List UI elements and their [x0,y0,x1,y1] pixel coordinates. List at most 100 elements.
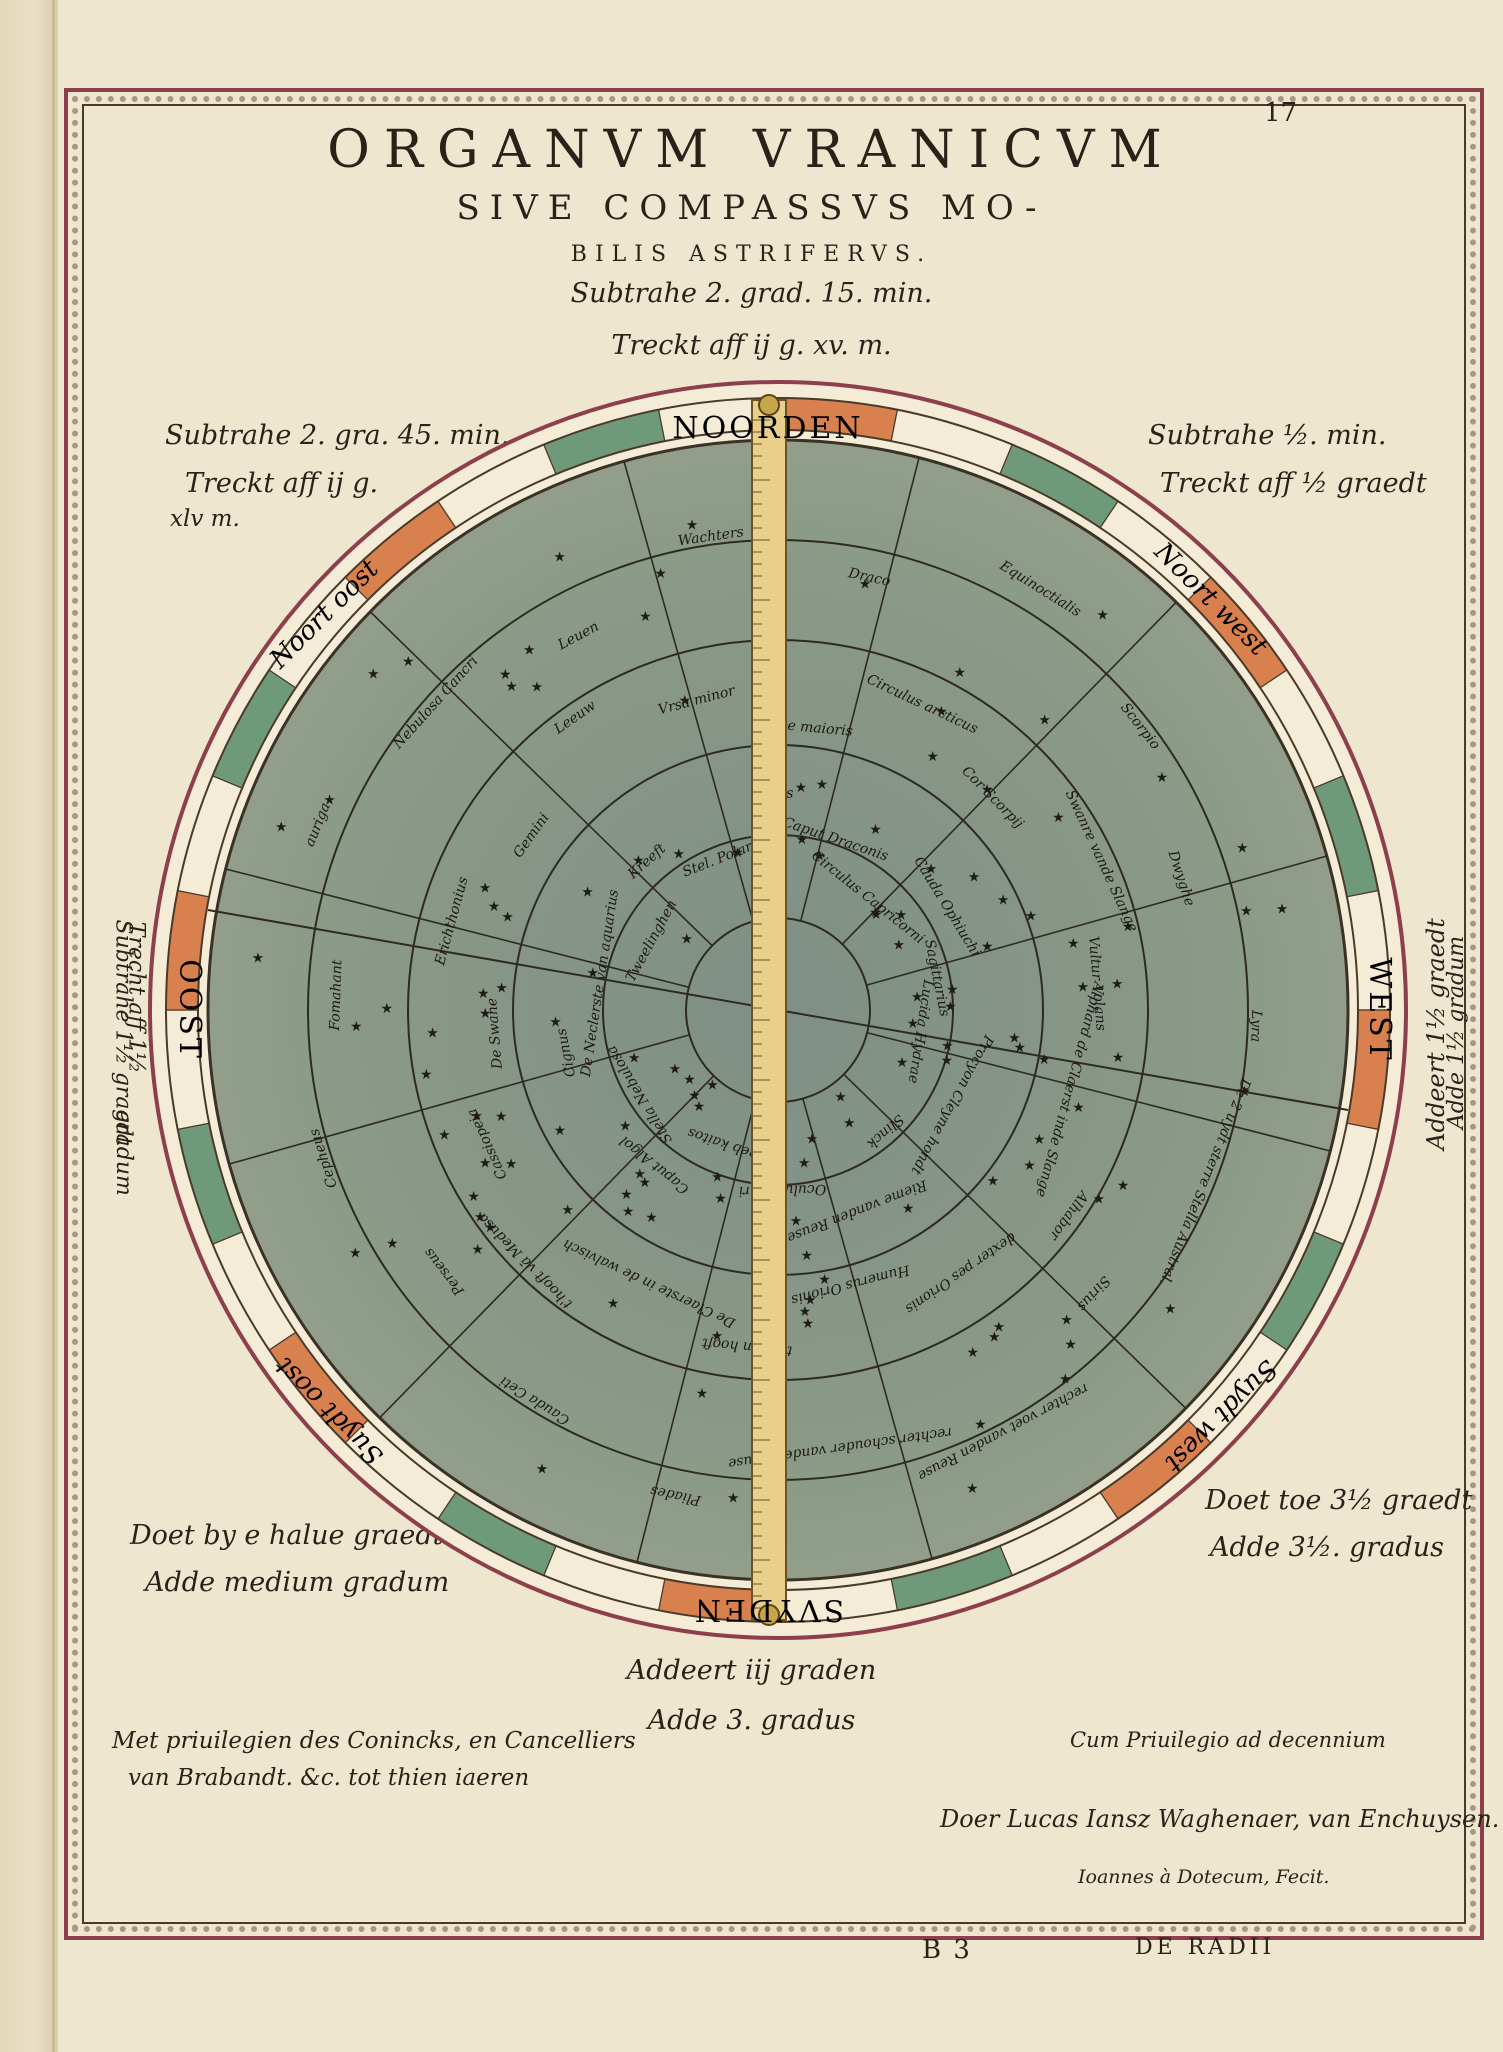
star-mark: ★ [1096,608,1109,624]
star-mark: ★ [275,819,288,835]
star-mark: ★ [505,1157,518,1173]
star-mark: ★ [639,1175,652,1191]
star-mark: ★ [499,667,512,683]
star-mark: ★ [501,910,514,926]
star-mark: ★ [1240,904,1253,920]
star-mark: ★ [1014,1040,1027,1056]
star-mark: ★ [869,822,882,838]
star-mark: ★ [683,1072,696,1088]
spoke-line [866,855,1328,986]
star-mark: ★ [1059,1371,1072,1387]
star-mark: ★ [981,782,994,798]
star-mark: ★ [966,1481,979,1497]
privilege-left-line2: van Brabandt. &c. tot thien iaeren [128,1765,530,1791]
star-mark: ★ [607,1296,620,1312]
ring-inner-line [165,397,1391,1623]
signature-mark: B 3 [922,1935,972,1965]
page-title: ORGANVM VRANICVM [327,120,1176,180]
privilege-right: Cum Priuilegio ad decennium [1070,1728,1386,1752]
spoke-line [843,1073,1187,1409]
star-mark: ★ [678,693,691,709]
star-mark: ★ [561,1203,574,1219]
star-mark: ★ [349,1246,362,1262]
subtitle-line2: BILIS ASTRIFERVS. [570,242,933,267]
star-mark: ★ [1164,1302,1177,1318]
star-mark: ★ [804,1292,817,1308]
star-mark: ★ [1052,810,1065,826]
star-mark: ★ [1238,1084,1251,1100]
right-top-note-line1: Subtrahe ½. min. [1148,420,1387,451]
star-mark: ★ [402,654,415,670]
star-mark: ★ [802,1316,815,1332]
star-mark: ★ [654,566,667,582]
page-number: 17 [1264,98,1298,128]
star-mark: ★ [706,1078,719,1094]
star-mark: ★ [470,1109,483,1125]
catchword: DE RADII [1135,1935,1276,1960]
star-mark: ★ [966,1345,979,1361]
star-mark: ★ [632,853,645,869]
star-mark: ★ [380,1001,393,1017]
star-mark: ★ [1077,980,1090,996]
star-mark: ★ [997,893,1010,909]
star-mark: ★ [672,847,685,863]
star-mark: ★ [896,1055,909,1071]
star-mark: ★ [1236,841,1249,857]
star-mark: ★ [488,899,501,915]
right-bottom-note-line2: Adde 3½. gradus [1210,1532,1444,1563]
spoke-line [866,1031,1331,1152]
star-mark: ★ [479,880,492,896]
star-mark: ★ [696,1386,709,1402]
star-mark: ★ [438,1127,451,1143]
star-mark: ★ [474,1209,487,1225]
star-mark: ★ [1092,1191,1105,1207]
star-mark: ★ [946,982,959,998]
spoke-line [379,1075,715,1419]
label-east: OOST [172,959,207,1061]
star-mark: ★ [893,938,906,954]
binding-gutter [0,0,58,2052]
star-mark: ★ [639,609,652,625]
star-name: Lyra [1247,1009,1264,1043]
star-mark: ★ [323,792,336,808]
star-mark: ★ [479,1155,492,1171]
star-mark: ★ [941,1039,954,1055]
star-mark: ★ [813,849,826,865]
star-mark: ★ [620,1187,633,1203]
star-mark: ★ [1072,1100,1085,1116]
star-mark: ★ [818,1272,831,1288]
star-mark: ★ [1156,770,1169,786]
star-mark: ★ [911,990,924,1006]
label-south: SVYDEN [692,1592,844,1627]
star-mark: ★ [1112,1050,1125,1066]
star-mark: ★ [1064,1337,1077,1353]
rule-pivot-top [758,394,780,416]
frame-outer-border [64,88,1484,1940]
star-mark: ★ [495,981,508,997]
star-mark: ★ [495,1109,508,1125]
left-bottom-note-line2: Adde medium gradum [145,1567,450,1598]
star-mark: ★ [731,845,744,861]
star-mark: ★ [870,907,883,923]
star-mark: ★ [981,939,994,955]
star-mark: ★ [1023,1158,1036,1174]
bottom-center-note-line2: Adde 3. gradus [647,1705,856,1736]
engraver-line: Ioannes à Dotecum, Fecit. [1078,1866,1330,1888]
star-mark: ★ [386,1236,399,1252]
star-mark: ★ [816,777,829,793]
spoke-line [841,601,1177,945]
star-mark: ★ [619,1119,632,1135]
star-mark: ★ [554,1123,567,1139]
frame-dotted-border [72,96,1476,1932]
star-mark: ★ [553,549,566,565]
left-top-note-line2: Treckt aff ij g. [185,468,379,499]
spoke-line [623,460,754,922]
alidade-rule[interactable] [751,399,787,1621]
star-mark: ★ [1122,919,1135,935]
star-mark: ★ [523,642,536,658]
star-mark: ★ [633,1166,646,1182]
left-bottom-note-line1: Doet by e halue graedt [130,1520,444,1551]
star-mark: ★ [925,862,938,878]
star-mark: ★ [420,1067,433,1083]
